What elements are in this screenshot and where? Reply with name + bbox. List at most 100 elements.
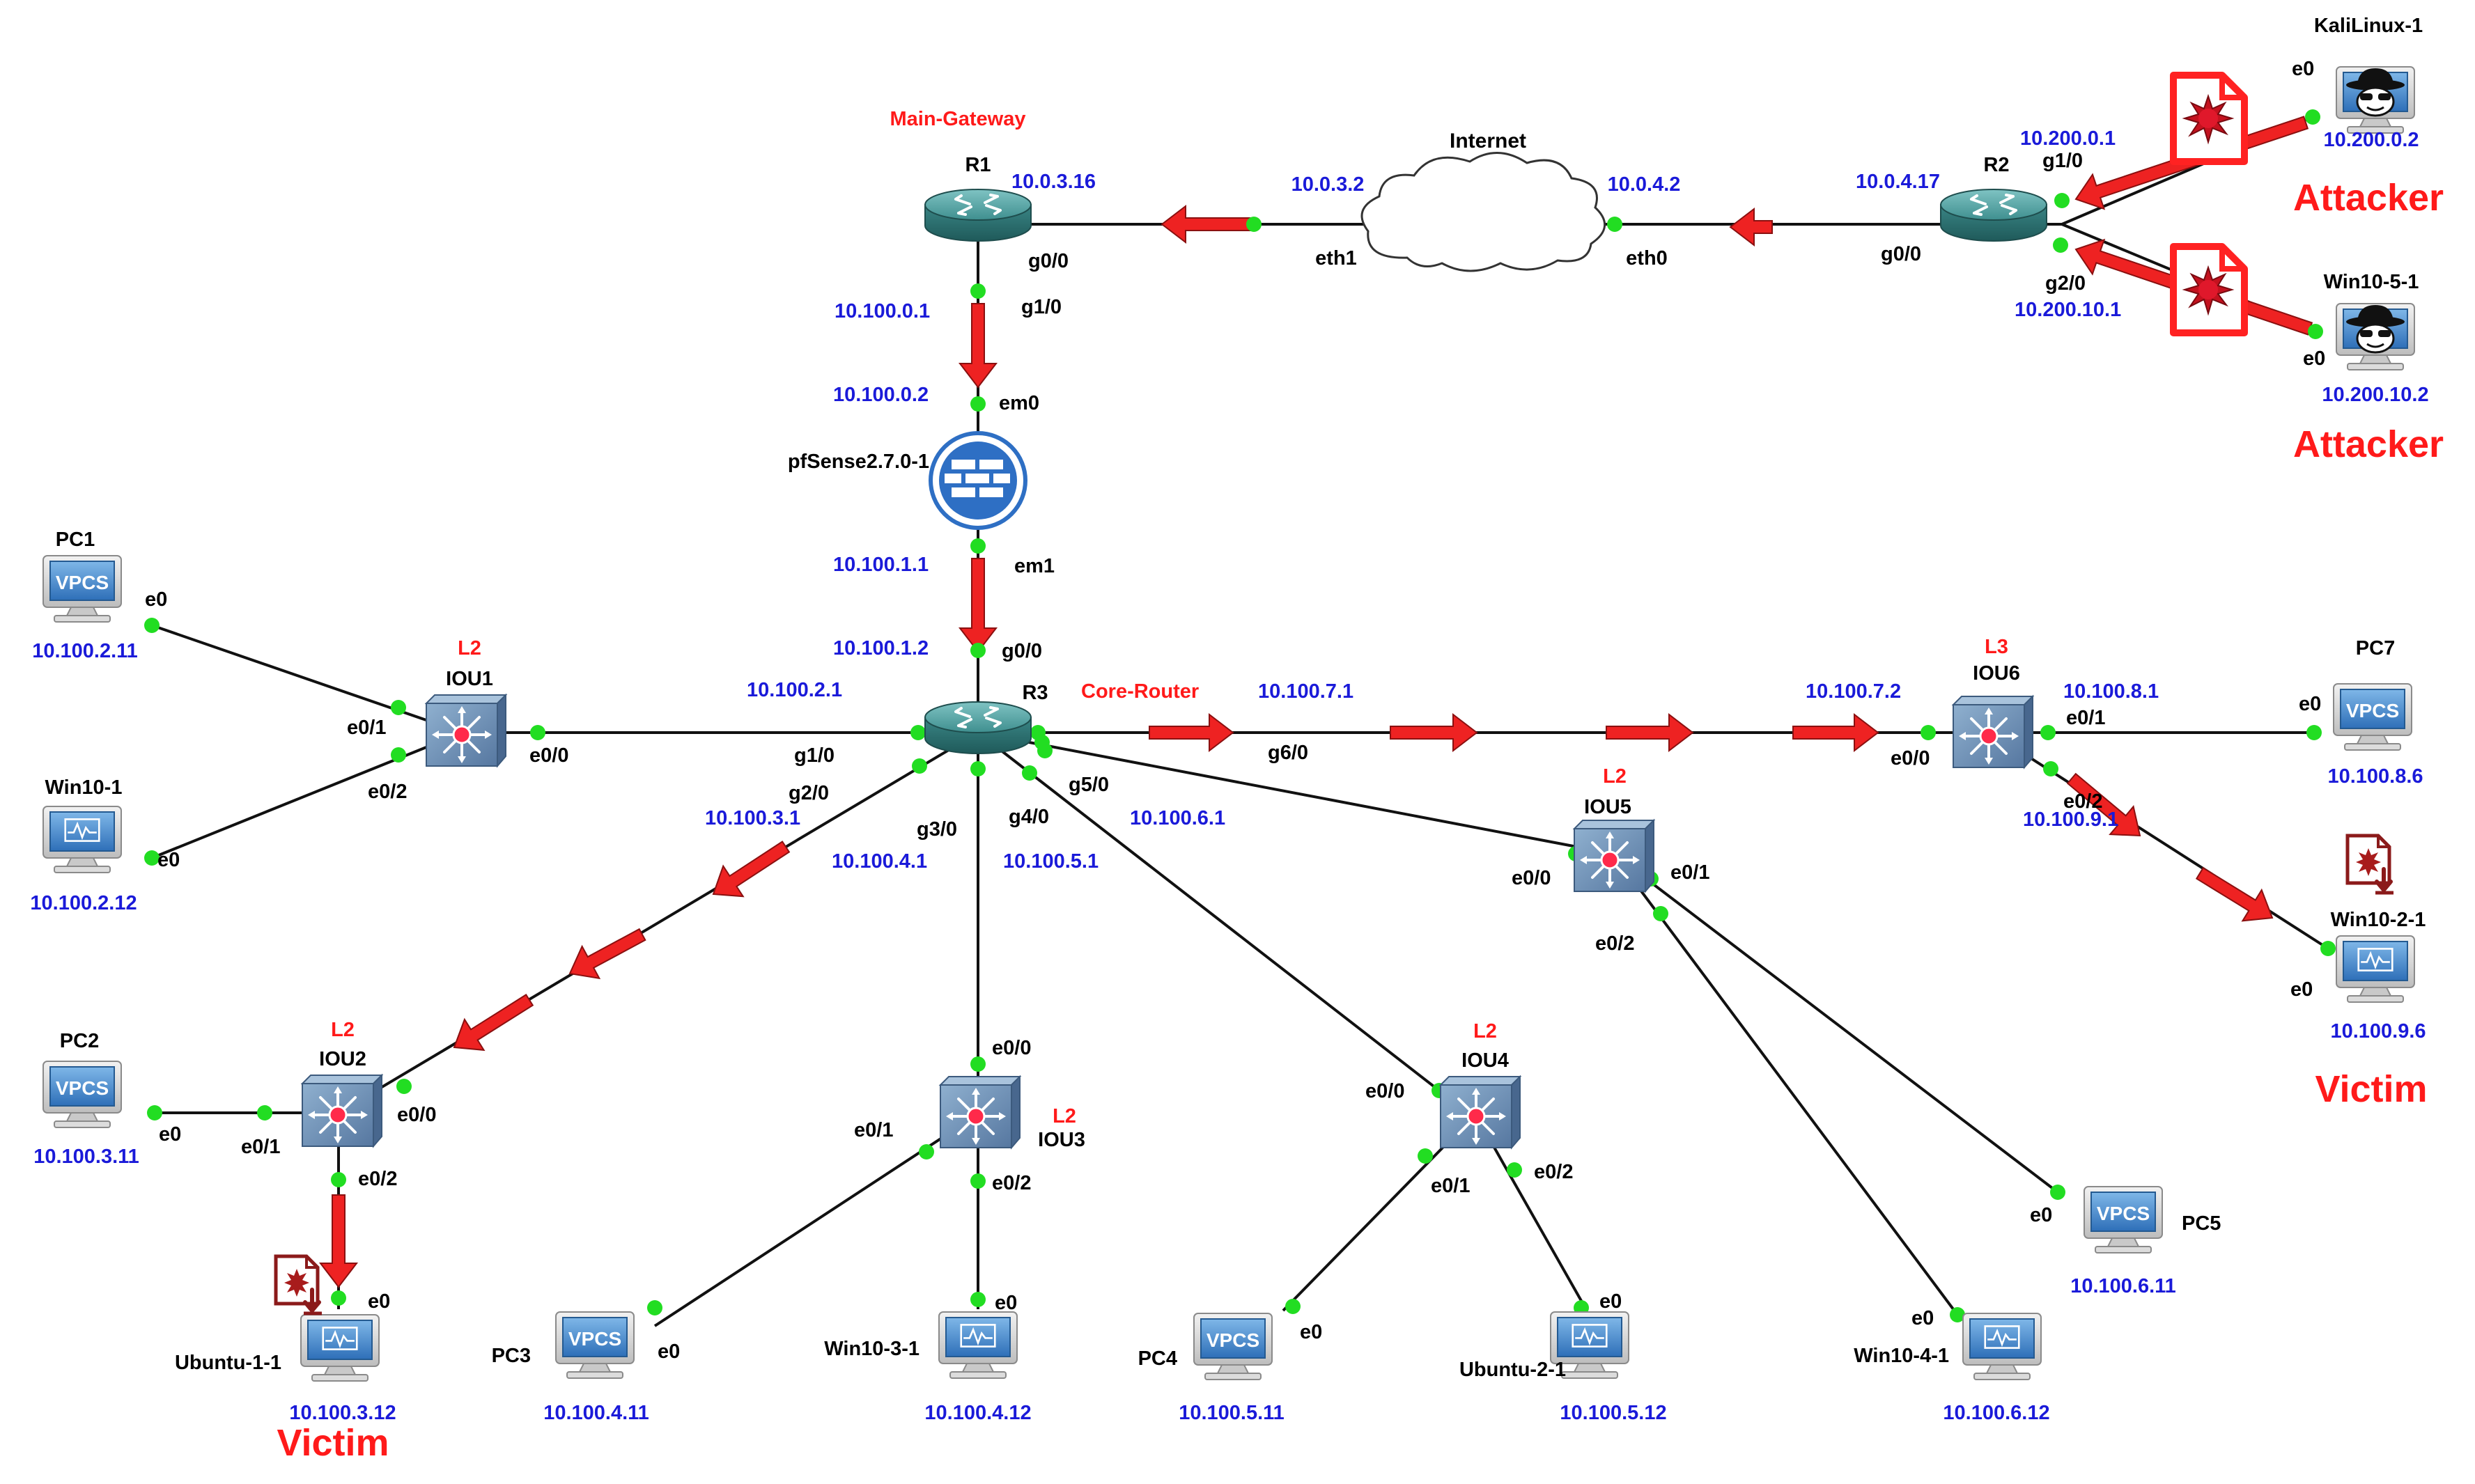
port-indicator [1607, 217, 1622, 232]
r3-g1-ip: 10.100.2.1 [747, 679, 842, 701]
iou4-p2: e0/2 [1534, 1161, 1573, 1183]
host-name: Win10-4-1 [1854, 1345, 1949, 1367]
switch-icon [1952, 695, 2034, 769]
r2-g0-ip: 10.0.4.17 [1856, 171, 1940, 193]
iou6-name: IOU6 [1973, 662, 2020, 685]
port-indicator [919, 1144, 934, 1159]
host-port: e0 [1911, 1307, 1934, 1329]
r3-g5-ip: 10.100.6.1 [1130, 807, 1225, 829]
r3-g0-port: g0/0 [1002, 640, 1042, 662]
host-win10-2-1[interactable]: Win10-2-110.100.9.6e0 [2290, 909, 2426, 1042]
traffic-arrow [958, 558, 998, 653]
r3-g2-ip: 10.100.3.1 [705, 807, 800, 829]
router-r2[interactable]: R2 10.0.4.17 g0/0 10.200.0.1 g1/0 g2/0 1… [1856, 127, 2121, 321]
switch-iou3[interactable]: e0/0 L2 IOU3 e0/1 e0/2 [854, 1037, 1085, 1194]
traffic-arrow [1792, 712, 1879, 753]
internet-left-port: eth1 [1315, 247, 1357, 270]
port-indicator [147, 1105, 162, 1120]
r3-g1-port: g1/0 [794, 744, 835, 767]
pfsense-label: pfSense2.7.0-1 [788, 451, 929, 473]
port-indicator [2308, 324, 2323, 339]
router-r3[interactable]: R3 Core-Router 10.100.1.2 g0/0 10.100.2.… [705, 637, 1353, 873]
r2-g0-port: g0/0 [1881, 243, 1921, 265]
iou6-p1-ip: 10.100.8.1 [2063, 680, 2159, 703]
port-indicator [1507, 1162, 1522, 1178]
router-r1[interactable]: Main-Gateway R1 10.0.3.16 g0/0 g1/0 10.1… [835, 108, 1096, 322]
host-name: Win10-1 [45, 776, 123, 799]
host-ip: 10.100.6.11 [2070, 1275, 2176, 1297]
iou2-p2: e0/2 [358, 1168, 397, 1190]
port-indicator [970, 396, 986, 412]
firewall-pfsense[interactable]: pfSense2.7.0-1 10.100.0.2 em0 10.100.1.1… [788, 384, 1055, 577]
port-indicator [1418, 1148, 1433, 1164]
port-indicator [1921, 725, 1936, 740]
port-indicator [970, 1173, 986, 1189]
host-win10-1[interactable]: Win10-1 10.100.2.12 e0 [30, 776, 180, 914]
switch-iou2[interactable]: L2 IOU2 e0/0 e0/1 e0/2 [241, 1019, 436, 1190]
port-indicator [2043, 761, 2058, 776]
r3-g3-ip: 10.100.4.1 [832, 850, 927, 873]
iou1-p0: e0/0 [529, 744, 568, 767]
host-name: PC7 [2356, 637, 2395, 659]
switch-iou1[interactable]: L2 IOU1 e0/0 e0/1 e0/2 [347, 637, 568, 803]
r3-g4-port: g4/0 [1009, 806, 1049, 828]
internet-cloud[interactable]: Internet 10.0.3.2 10.0.4.2 eth1 eth0 [1291, 130, 1681, 272]
switch-iou6[interactable]: L3 IOU6 10.100.7.2 e0/0 10.100.8.1 e0/1 … [1806, 636, 2159, 831]
port-indicator [530, 725, 545, 740]
traffic-arrow [1729, 207, 1773, 247]
host-name: PC4 [1138, 1348, 1177, 1370]
r3-g6-ip: 10.100.7.1 [1258, 680, 1353, 703]
attacker-tag: Attacker [2293, 177, 2444, 219]
traffic-arrow [318, 1194, 359, 1288]
r1-g1-port: g1/0 [1021, 296, 1062, 318]
malware-download-icon [2348, 836, 2393, 893]
traffic-arrow [2195, 866, 2274, 922]
host-name: Ubuntu-1-1 [175, 1352, 281, 1374]
port-indicator [970, 1056, 986, 1072]
r3-g3-port: g3/0 [917, 818, 957, 841]
iou4-layer: L2 [1473, 1020, 1497, 1042]
port-indicator [2040, 725, 2056, 740]
port-indicator [910, 725, 926, 740]
traffic-arrow [712, 841, 791, 898]
host-win10-5-1[interactable]: Win10-5-110.200.10.2e0 [2303, 271, 2429, 406]
port-indicator [2306, 725, 2322, 740]
traffic-arrow [2066, 772, 2141, 837]
host-port: e0 [157, 849, 180, 871]
malware-download-icon [276, 1256, 322, 1313]
victim-tag: Victim [277, 1422, 389, 1464]
vpcs-screen-label: VPCS [56, 572, 109, 593]
r2-g1-ip: 10.200.0.1 [2020, 127, 2116, 150]
vpcs-screen-label: VPCS [568, 1328, 621, 1350]
switch-iou4[interactable]: L2 IOU4 e0/0 e0/1 e0/2 [1365, 1020, 1573, 1197]
iou1-p1: e0/1 [347, 717, 386, 739]
host-ip: 10.100.2.12 [30, 892, 137, 914]
iou3-layer: L2 [1053, 1105, 1076, 1127]
port-indicator [1037, 743, 1053, 758]
iou1-p2: e0/2 [368, 781, 407, 803]
host-name: Win10-3-1 [824, 1338, 920, 1360]
router-icon [924, 188, 1032, 242]
host-ip: 10.100.5.11 [1179, 1402, 1285, 1424]
host-kali[interactable]: KaliLinux-110.200.0.2e0 [2292, 15, 2423, 151]
port-indicator [970, 761, 986, 776]
host-ip: 10.100.4.11 [543, 1402, 649, 1424]
iou3-name: IOU3 [1038, 1129, 1085, 1151]
port-indicator [912, 758, 927, 774]
host-port: e0 [2303, 347, 2325, 370]
switch-iou5[interactable]: L2 IOU5 e0/0 e0/1 e0/2 [1512, 765, 1709, 955]
host-ip: 10.100.9.6 [2330, 1020, 2426, 1042]
switch-icon [1573, 819, 1655, 893]
host-name: PC1 [56, 529, 95, 551]
